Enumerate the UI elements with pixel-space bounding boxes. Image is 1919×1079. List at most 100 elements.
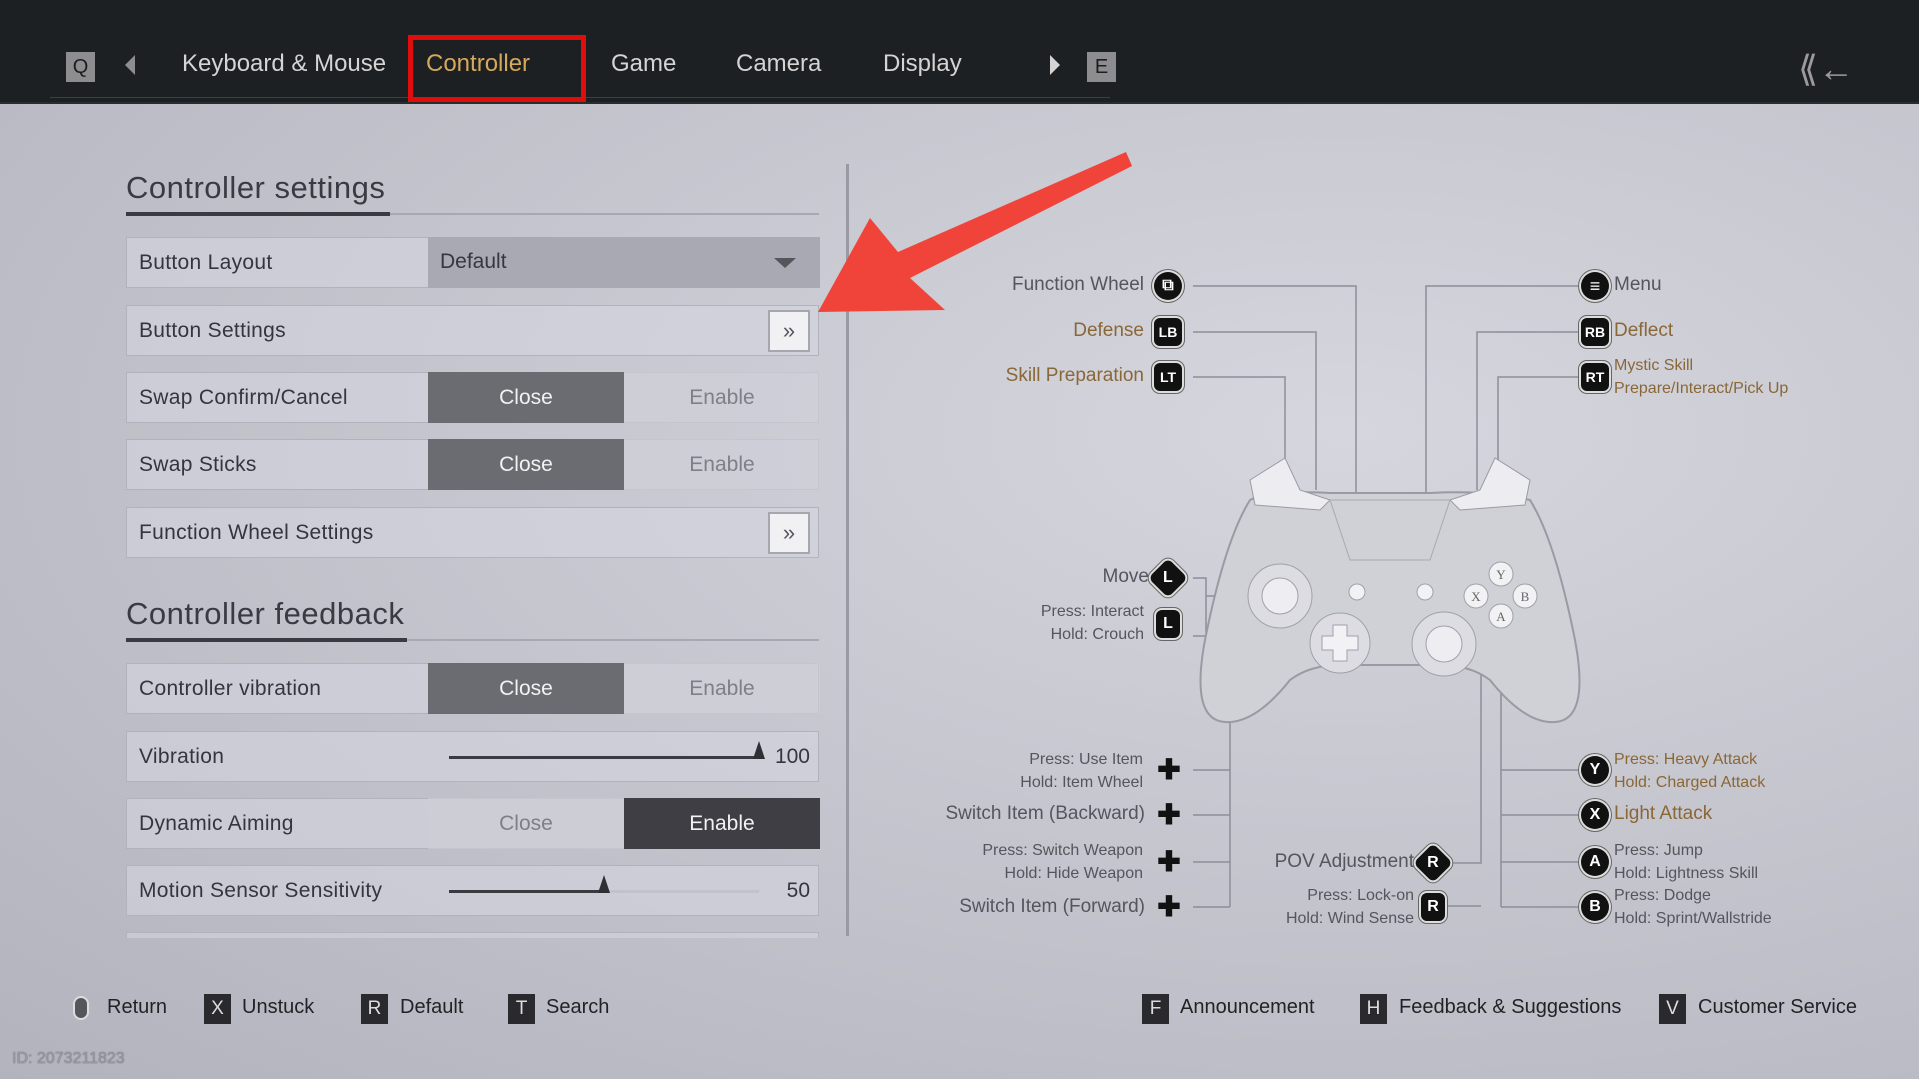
- controller-vibration-enable-option[interactable]: Enable: [624, 663, 820, 714]
- l3-button-icon: L: [1156, 610, 1180, 638]
- function-wheel-settings-row[interactable]: Function Wheel Settings »: [126, 507, 819, 558]
- label-jump: Press: Jump: [1614, 842, 1703, 859]
- footer-announcement[interactable]: Announcement: [1180, 996, 1315, 1018]
- label-hide-weapon: Hold: Hide Weapon: [1004, 865, 1143, 882]
- label-heavy-attack: Press: Heavy Attack: [1614, 751, 1758, 768]
- label-press-interact: Press: Interact: [1040, 603, 1144, 620]
- connector-lines: [1193, 285, 1580, 908]
- tab-display[interactable]: Display: [883, 50, 962, 77]
- section-title-controller-feedback: Controller feedback: [126, 596, 405, 631]
- vibration-value: 100: [774, 745, 810, 768]
- label-switch-item-forward: Switch Item (Forward): [959, 896, 1145, 917]
- footer-customer-service[interactable]: Customer Service: [1698, 996, 1857, 1018]
- function-wheel-settings-label: Function Wheel Settings: [139, 521, 374, 544]
- key-h-icon: H: [1360, 994, 1387, 1024]
- dpad-up-icon: ✚: [1157, 754, 1181, 785]
- lb-button-icon: LB: [1154, 318, 1182, 346]
- label-switch-weapon: Press: Switch Weapon: [982, 842, 1143, 859]
- section-divider: [126, 212, 819, 216]
- key-x-icon: X: [204, 994, 231, 1024]
- dynamic-aiming-close-option[interactable]: Close: [428, 798, 624, 849]
- button-layout-label: Button Layout: [139, 251, 273, 274]
- footer-return[interactable]: Return: [107, 996, 168, 1018]
- left-arrow-icon[interactable]: [125, 55, 135, 75]
- y-button-icon: Y: [1581, 756, 1609, 784]
- next-tab-key-e[interactable]: E: [1087, 52, 1116, 82]
- left-stick-icon: L: [1148, 558, 1188, 598]
- svg-text:X: X: [1471, 589, 1481, 604]
- vibration-slider[interactable]: [449, 741, 765, 759]
- swap-confirm-row: Swap Confirm/Cancel Close Enable: [126, 372, 820, 423]
- label-switch-item-backward: Switch Item (Backward): [945, 803, 1145, 824]
- section-title-controller-settings: Controller settings: [126, 170, 386, 205]
- footer-default[interactable]: Default: [400, 996, 464, 1018]
- controller-vibration-close-option[interactable]: Close: [428, 663, 624, 714]
- label-wind-sense: Hold: Wind Sense: [1285, 910, 1414, 927]
- button-layout-value: Default: [440, 250, 507, 273]
- swap-sticks-enable-option[interactable]: Enable: [624, 439, 820, 490]
- tab-keyboard-mouse[interactable]: Keyboard & Mouse: [182, 50, 387, 77]
- controller-body: Y X B A: [1199, 457, 1581, 724]
- dynamic-aiming-row: Dynamic Aiming Close Enable: [126, 798, 820, 849]
- right-stick-icon: R: [1413, 843, 1453, 883]
- label-prepare-interact: Prepare/Interact/Pick Up: [1614, 380, 1789, 397]
- controller-vibration-row: Controller vibration Close Enable: [126, 663, 820, 714]
- label-lightness-skill: Hold: Lightness Skill: [1614, 865, 1759, 882]
- swap-confirm-close-option[interactable]: Close: [428, 372, 624, 423]
- swap-sticks-close-option[interactable]: Close: [428, 439, 624, 490]
- slider-thumb[interactable]: [753, 741, 765, 759]
- label-light-attack: Light Attack: [1614, 803, 1713, 824]
- left-stick-letter: L: [1163, 569, 1173, 586]
- motion-sensor-slider[interactable]: [449, 875, 759, 893]
- label-menu: Menu: [1614, 274, 1662, 295]
- label-function-wheel: Function Wheel: [1011, 274, 1144, 295]
- tab-game[interactable]: Game: [611, 50, 677, 77]
- view-button-icon: ⧉: [1154, 272, 1182, 300]
- vibration-label: Vibration: [139, 745, 225, 768]
- footer-search[interactable]: Search: [546, 996, 610, 1018]
- motion-sensor-row: Motion Sensor Sensitivity 50: [126, 865, 819, 916]
- next-row-partial: [126, 932, 819, 938]
- label-lock-on: Press: Lock-on: [1307, 887, 1414, 904]
- section-divider: [126, 638, 819, 642]
- slider-fill: [449, 890, 604, 893]
- prev-tab-key-q[interactable]: Q: [66, 52, 95, 82]
- button-settings-row[interactable]: Button Settings »: [126, 305, 819, 356]
- tab-camera[interactable]: Camera: [736, 50, 822, 77]
- x-button-icon: X: [1581, 801, 1609, 829]
- slider-thumb[interactable]: [598, 875, 610, 893]
- label-pov-adjustment: POV Adjustment: [1274, 851, 1414, 872]
- dynamic-aiming-enable-option[interactable]: Enable: [624, 798, 820, 849]
- dpad-right-icon: ✚: [1157, 891, 1181, 922]
- button-layout-row: Button Layout Default: [126, 237, 820, 288]
- back-icon[interactable]: ⟪←: [1798, 48, 1855, 89]
- right-arrow-icon[interactable]: [1050, 55, 1060, 75]
- dpad-left-icon: ✚: [1157, 799, 1181, 830]
- swap-confirm-enable-option[interactable]: Enable: [624, 372, 820, 423]
- mouse-icon: [73, 996, 89, 1020]
- chevron-down-icon: [774, 258, 796, 268]
- label-dodge: Press: Dodge: [1614, 887, 1711, 904]
- a-button-icon: A: [1581, 848, 1609, 876]
- svg-text:B: B: [1521, 589, 1530, 604]
- swap-confirm-label: Swap Confirm/Cancel: [139, 386, 348, 409]
- key-v-icon: V: [1659, 994, 1686, 1024]
- function-wheel-settings-open-button[interactable]: »: [768, 512, 810, 554]
- svg-text:A: A: [1496, 609, 1506, 624]
- slider-fill: [449, 756, 759, 759]
- footer-feedback[interactable]: Feedback & Suggestions: [1399, 996, 1622, 1018]
- button-settings-open-button[interactable]: »: [768, 310, 810, 352]
- controller-vibration-label: Controller vibration: [139, 677, 322, 700]
- footer-unstuck[interactable]: Unstuck: [242, 996, 315, 1018]
- scrollbar[interactable]: [846, 164, 849, 936]
- button-layout-dropdown[interactable]: Default: [428, 237, 820, 288]
- label-skill-preparation: Skill Preparation: [1005, 365, 1144, 386]
- label-use-item: Press: Use Item: [1029, 751, 1143, 768]
- tab-controller[interactable]: Controller: [426, 50, 531, 77]
- button-settings-label: Button Settings: [139, 319, 286, 342]
